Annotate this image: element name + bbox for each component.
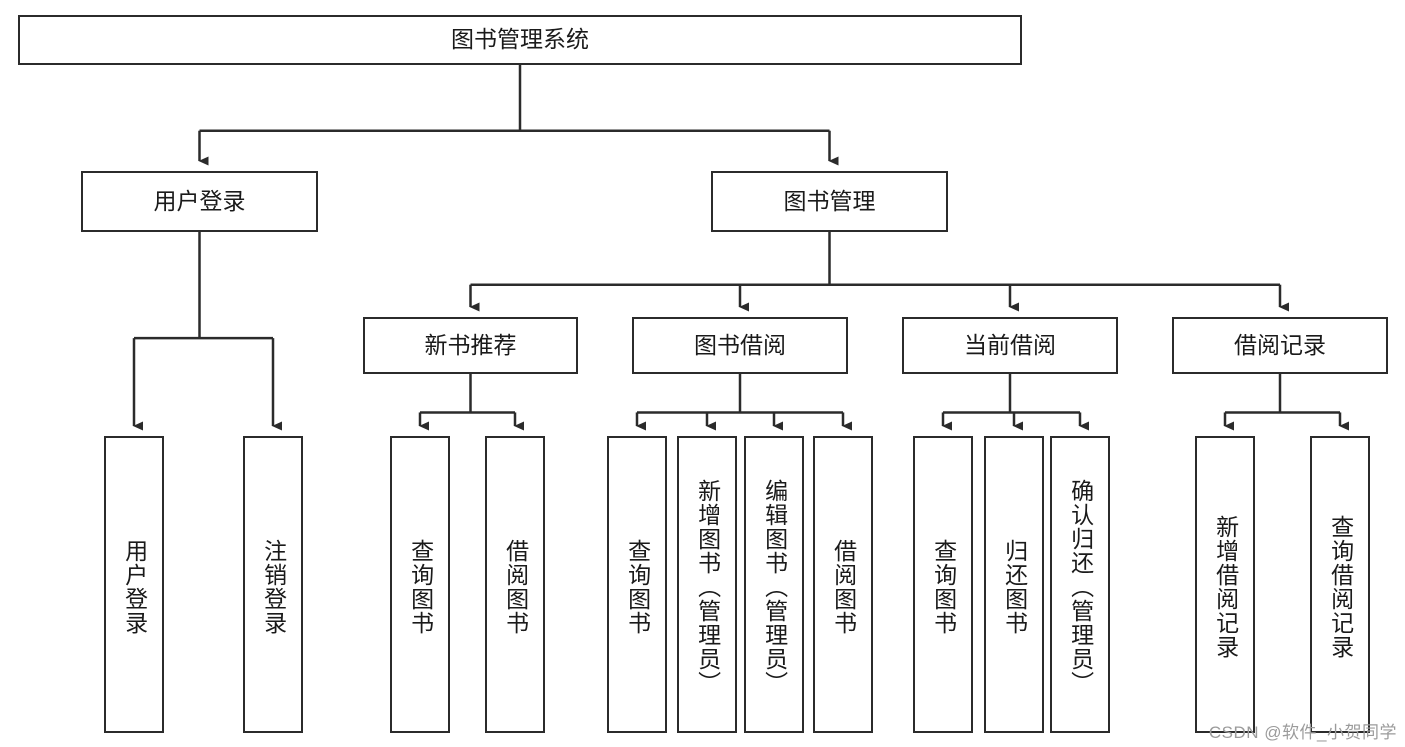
node-label: 查询图书 bbox=[624, 538, 651, 635]
node-level2-user-login[interactable]: 用户登录 bbox=[81, 171, 318, 232]
node-label: 查询图书 bbox=[407, 538, 434, 635]
node-leaf-leaf-borrow-book-bor[interactable]: 借阅图书 bbox=[813, 436, 873, 733]
edge-group bbox=[132, 65, 1349, 431]
node-leaf-leaf-confirm-return[interactable]: 确认归还（管理员） bbox=[1050, 436, 1110, 733]
node-label: 注销登录 bbox=[260, 538, 287, 635]
node-label: 图书管理系统 bbox=[451, 26, 589, 53]
node-label: 编辑图书（管理员） bbox=[761, 478, 788, 695]
node-label: 用户登录 bbox=[153, 187, 246, 214]
node-leaf-leaf-borrow-book-rec[interactable]: 借阅图书 bbox=[485, 436, 545, 733]
node-level3-new-book-recommend[interactable]: 新书推荐 bbox=[363, 317, 578, 374]
node-label: 借阅图书 bbox=[502, 538, 529, 635]
node-level2-book-manage[interactable]: 图书管理 bbox=[711, 171, 948, 232]
node-label: 查询借阅记录 bbox=[1327, 514, 1354, 659]
node-label: 确认归还（管理员） bbox=[1067, 478, 1094, 695]
node-label: 借阅图书 bbox=[830, 538, 857, 635]
node-label: 用户登录 bbox=[121, 538, 148, 635]
node-label: 归还图书 bbox=[1001, 538, 1028, 635]
node-leaf-leaf-user-login[interactable]: 用户登录 bbox=[104, 436, 164, 733]
node-leaf-leaf-user-logout[interactable]: 注销登录 bbox=[243, 436, 303, 733]
node-level3-book-borrow[interactable]: 图书借阅 bbox=[632, 317, 848, 374]
node-leaf-leaf-return-book[interactable]: 归还图书 bbox=[984, 436, 1044, 733]
node-leaf-leaf-edit-book[interactable]: 编辑图书（管理员） bbox=[744, 436, 804, 733]
node-leaf-leaf-query-book-cur[interactable]: 查询图书 bbox=[913, 436, 973, 733]
node-label: 图书管理 bbox=[783, 187, 876, 214]
node-label: 当前借阅 bbox=[964, 331, 1056, 358]
node-label: 借阅记录 bbox=[1234, 331, 1326, 358]
node-leaf-leaf-query-book-rec[interactable]: 查询图书 bbox=[390, 436, 450, 733]
node-leaf-leaf-query-book-bor[interactable]: 查询图书 bbox=[607, 436, 667, 733]
node-leaf-leaf-query-record[interactable]: 查询借阅记录 bbox=[1310, 436, 1370, 733]
node-label: 新增图书（管理员） bbox=[694, 478, 721, 695]
node-level3-current-borrow[interactable]: 当前借阅 bbox=[902, 317, 1118, 374]
node-label: 新书推荐 bbox=[424, 331, 517, 358]
node-label: 查询图书 bbox=[930, 538, 957, 635]
node-root[interactable]: 图书管理系统 bbox=[18, 15, 1022, 65]
node-label: 新增借阅记录 bbox=[1212, 514, 1239, 659]
node-leaf-leaf-add-record[interactable]: 新增借阅记录 bbox=[1195, 436, 1255, 733]
node-level3-borrow-record[interactable]: 借阅记录 bbox=[1172, 317, 1388, 374]
node-label: 图书借阅 bbox=[694, 331, 786, 358]
node-leaf-leaf-add-book[interactable]: 新增图书（管理员） bbox=[677, 436, 737, 733]
